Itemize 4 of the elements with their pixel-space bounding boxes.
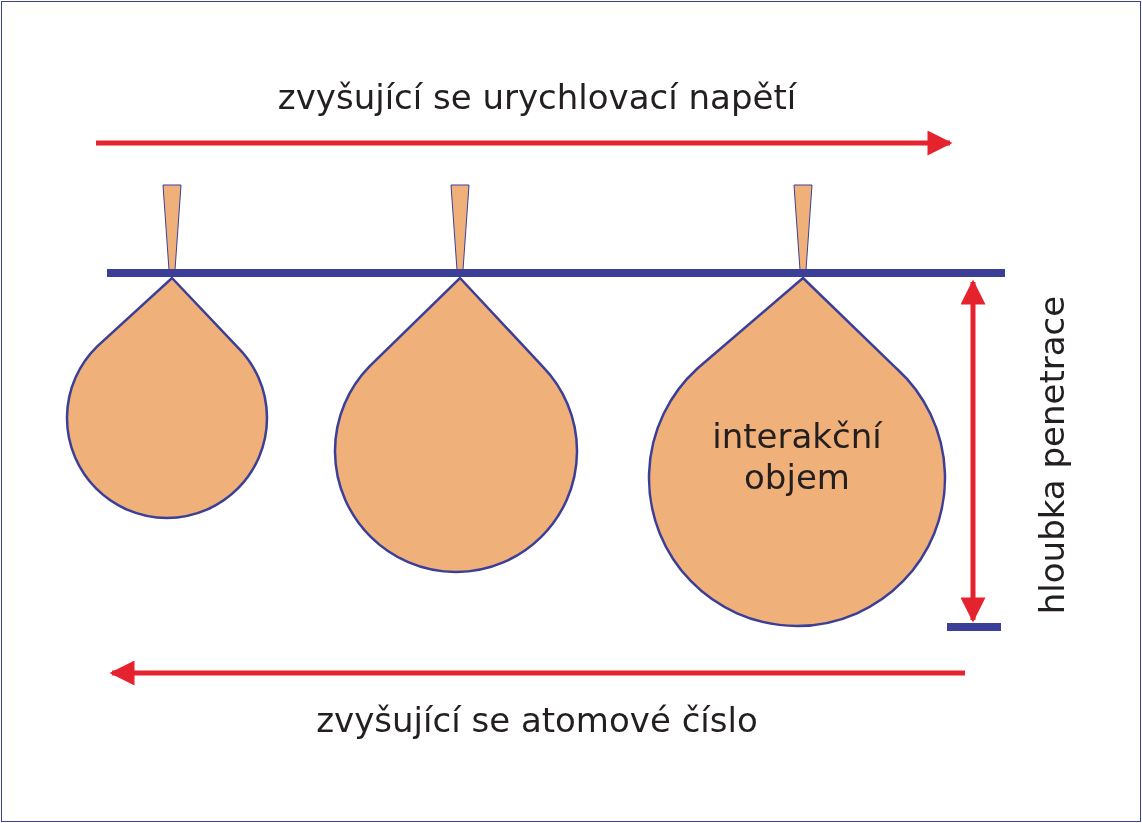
volume-label: interakční objem: [711, 416, 884, 498]
voltage-label: zvyšující se urychlovací napětí: [277, 77, 797, 117]
atomic-number-label: zvyšující se atomové číslo: [316, 700, 758, 740]
penetration-depth-label: hloubka penetrace: [1032, 295, 1072, 615]
